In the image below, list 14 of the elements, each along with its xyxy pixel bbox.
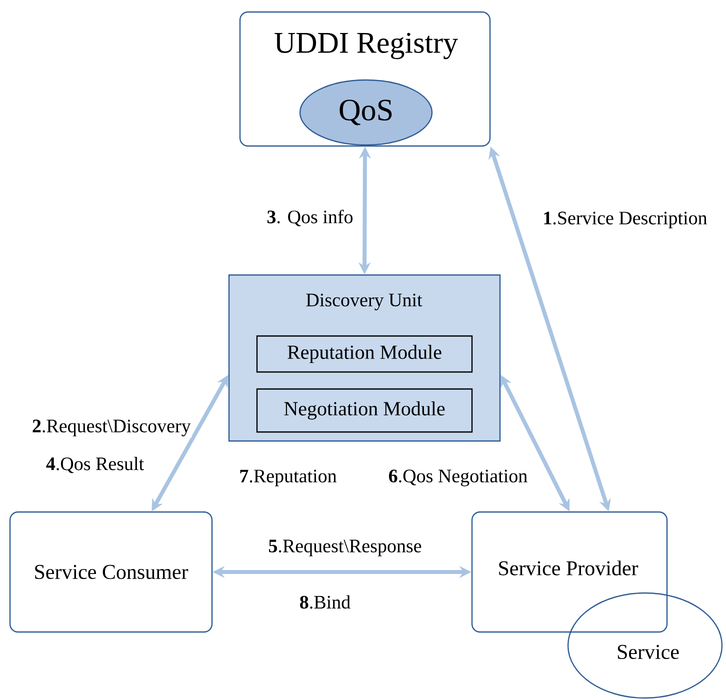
process-box: Service Consumer — [9, 511, 213, 633]
step-label: 4.Qos Result — [46, 456, 144, 474]
ellipse-node: Service — [567, 592, 723, 699]
step-label: 8.Bind — [300, 595, 350, 609]
edge-label: 5.Request\Response — [267, 538, 423, 558]
edge-label: 3. Qos info — [266, 208, 354, 228]
module-box: Negotiation Module — [256, 388, 473, 433]
edge-label: 6.Qos Negotiation — [387, 468, 529, 488]
edge-label: 1.Service Description — [542, 210, 708, 230]
process-box: Service Provider — [471, 511, 668, 633]
ellipse-node: QoS — [299, 79, 433, 146]
step-label: 7.Reputation — [240, 470, 337, 486]
edge-label: 2.Request\Discovery — [30, 418, 192, 438]
module-box: Reputation Module — [256, 335, 473, 373]
